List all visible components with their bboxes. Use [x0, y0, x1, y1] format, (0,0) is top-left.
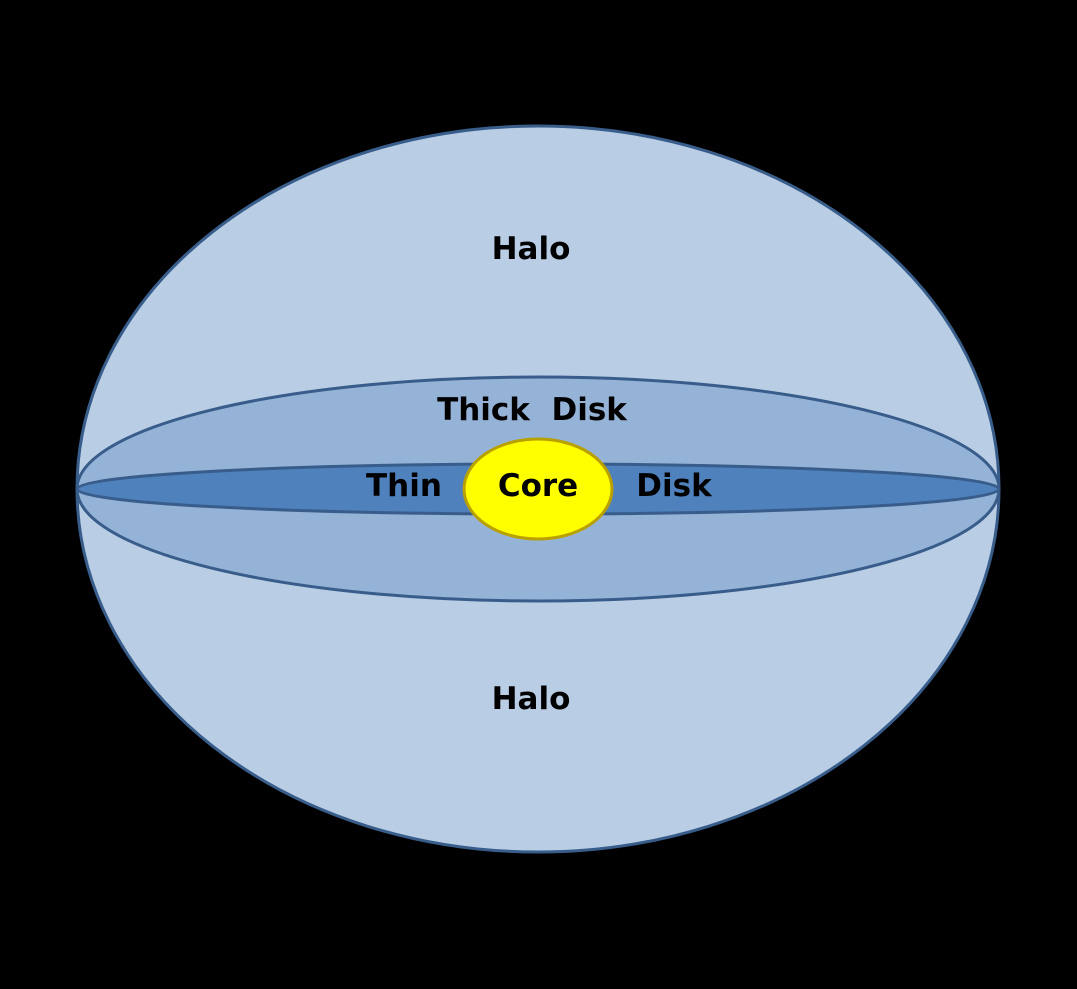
- disk-label: Disk: [636, 468, 713, 504]
- thick-disk-label: Thick Disk: [437, 392, 628, 428]
- halo-bottom-label: Halo: [492, 681, 571, 717]
- core-label: Core: [498, 468, 578, 504]
- halo-top-label: Halo: [492, 231, 571, 267]
- core-ellipse: [462, 437, 614, 541]
- thin-label: Thin: [366, 468, 442, 504]
